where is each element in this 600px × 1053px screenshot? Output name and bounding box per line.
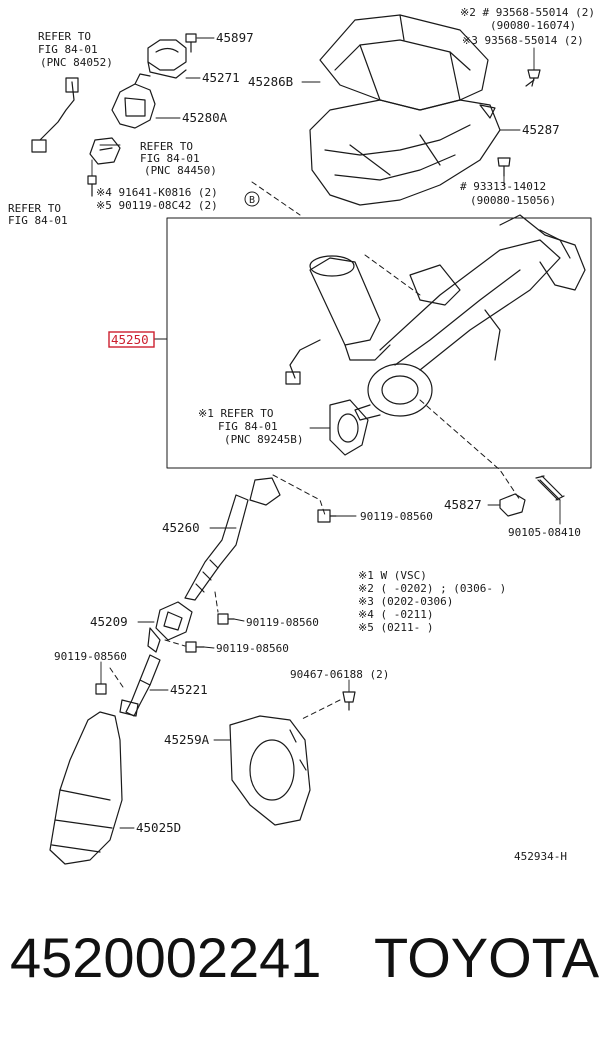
fastener-91641: ※4 91641-K0816 (2) bbox=[96, 186, 218, 199]
marker-b: B bbox=[249, 195, 255, 206]
sensor-84450 bbox=[89, 137, 121, 165]
callout-84450-line3: (PNC 84450) bbox=[144, 164, 217, 177]
bolt-90119-b bbox=[217, 613, 235, 625]
legend-line-4: ※4 ( -0211) bbox=[358, 608, 433, 621]
label-45250: 45250 bbox=[111, 332, 149, 347]
label-45221: 45221 bbox=[170, 682, 208, 697]
legend-line-3: ※3 (0202-0306) bbox=[358, 595, 453, 608]
upper-column-cover bbox=[319, 14, 489, 111]
legend-line-5: ※5 (0211- ) bbox=[358, 621, 433, 634]
screw-45897 bbox=[185, 33, 197, 53]
callout-89245b-line2: FIG 84-01 bbox=[218, 420, 278, 433]
label-45827: 45827 bbox=[444, 497, 482, 512]
cover-screw-top bbox=[525, 69, 541, 87]
cover-screw-lower bbox=[497, 157, 511, 177]
callout-84052-line2: FIG 84-01 bbox=[38, 43, 98, 56]
figure-code: 452934-H bbox=[514, 850, 567, 863]
label-45260: 45260 bbox=[162, 520, 200, 535]
label-45209: 45209 bbox=[90, 614, 128, 629]
cover-45259a bbox=[229, 715, 311, 826]
callout-84052-line3: (PNC 84052) bbox=[40, 56, 113, 69]
bolt-90119-c bbox=[185, 641, 205, 653]
universal-joint bbox=[147, 601, 193, 653]
fastener-90119-08c42: ※5 90119-08C42 (2) bbox=[96, 199, 218, 212]
fastener-90467: 90467-06188 (2) bbox=[290, 668, 389, 681]
boot-45025d bbox=[49, 711, 123, 865]
callout-left-line2: FIG 84-01 bbox=[8, 214, 68, 227]
fastener-90080-15056: (90080-15056) bbox=[470, 194, 556, 207]
clip-90467 bbox=[342, 691, 356, 711]
fastener-90119-a: 90119-08560 bbox=[360, 510, 433, 523]
fastener-93313: # 93313-14012 bbox=[460, 180, 546, 193]
column-assembly-frame bbox=[166, 217, 592, 469]
bolt-90119-a bbox=[317, 509, 337, 523]
bolt-upper-right bbox=[535, 475, 565, 501]
label-45259a: 45259A bbox=[164, 732, 210, 747]
callout-84052-line1: REFER TO bbox=[38, 30, 91, 43]
clamp-45271 bbox=[147, 39, 187, 79]
highlight-45250-box bbox=[108, 331, 155, 348]
steering-column-assembly bbox=[285, 214, 586, 456]
callout-left-line1: REFER TO bbox=[8, 202, 61, 215]
label-45286b: 45286B bbox=[248, 74, 293, 89]
callout-84450-line2: FIG 84-01 bbox=[140, 152, 200, 165]
fastener-90119-b: 90119-08560 bbox=[246, 616, 319, 629]
fastener-90105-08410: 90105-08410 bbox=[508, 526, 581, 539]
legend-line-1: ※1 W (VSC) bbox=[358, 569, 427, 582]
label-45025d: 45025D bbox=[136, 820, 181, 835]
fastener-90119-d: 90119-08560 bbox=[54, 650, 127, 663]
fastener-93568-line1: ※2 # 93568-55014 (2) bbox=[460, 6, 595, 19]
legend-line-2: ※2 ( -0202) ; (0306- ) bbox=[358, 582, 506, 595]
steering-shaft-45221 bbox=[119, 654, 161, 717]
screw-left-small bbox=[87, 175, 97, 197]
fastener-90119-c: 90119-08560 bbox=[216, 642, 289, 655]
label-45271: 45271 bbox=[202, 70, 240, 85]
callout-84450-line1: REFER TO bbox=[140, 140, 193, 153]
label-45280a: 45280A bbox=[182, 110, 228, 125]
bottom-caption: 4520002241 TOYOTA bbox=[0, 925, 600, 1035]
brand-name: TOYOTA bbox=[374, 926, 600, 989]
intermediate-shaft bbox=[184, 477, 281, 601]
nut-45827 bbox=[499, 493, 526, 517]
switch-45280a bbox=[111, 73, 156, 129]
fastener-93568-line2: (90080-16074) bbox=[490, 19, 576, 32]
bolt-90119-d bbox=[95, 683, 107, 695]
callout-89245b-line3: (PNC 89245B) bbox=[224, 433, 303, 446]
parts-diagram: B REFER TO FIG 84-01 (PNC 84052) REFER T… bbox=[8, 6, 595, 865]
callout-89245b-line1: ※1 REFER TO bbox=[198, 407, 273, 420]
label-45287: 45287 bbox=[522, 122, 560, 137]
label-45897: 45897 bbox=[216, 30, 254, 45]
wire-harness-left bbox=[31, 77, 79, 153]
part-number: 4520002241 bbox=[10, 926, 322, 989]
lower-column-cover bbox=[309, 99, 501, 206]
fastener-93568-line3: ※3 93568-55014 (2) bbox=[462, 34, 584, 47]
